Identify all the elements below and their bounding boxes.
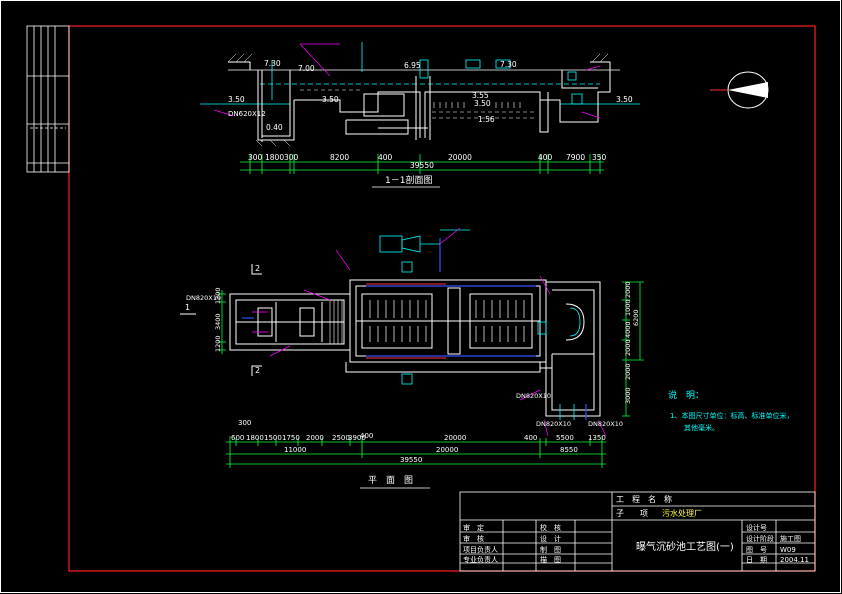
plan-dim: 400 [360, 432, 373, 440]
section-elevation: 0.40 [266, 123, 283, 132]
plan-dim: 1350 [588, 434, 606, 442]
plan-dim: 400 [524, 434, 537, 442]
plan-dim: 600 [231, 434, 244, 442]
plan-dim-left: 1200 [214, 287, 222, 304]
role-label: 项目负责人 [463, 545, 498, 554]
section-view: 7.30 7.00 6.95 7.30 3.50 3.50 3.55 3.50 … [200, 42, 640, 188]
plan-dim: 2000 [306, 434, 324, 442]
section-dim-total: 39550 [410, 161, 434, 170]
plan-dim-right: 2000 [624, 339, 632, 356]
date-label: 日 期 [746, 556, 767, 564]
plan-dim: 300 [238, 419, 251, 427]
project-name-label: 工 程 名 称 [616, 494, 672, 504]
section-title: 1－1剖面图 [385, 174, 432, 186]
title-block: 工 程 名 称 子 项 污水处理厂 曝气沉砂池工艺图(一) 审 定 审 核 项目… [459, 491, 816, 572]
section-elevation: 3.50 [228, 95, 245, 104]
section-dim: 8200 [330, 153, 349, 162]
notes-line: 1、本图尺寸单位：标高、标准单位米， [670, 411, 793, 420]
plan-dim-left: 1200 [214, 335, 222, 352]
drawing-no-label: 图 号 [746, 546, 767, 554]
plan-dim-right: 3000 [624, 387, 632, 404]
plan-dim: 1800 [246, 434, 264, 442]
sub-item-label: 子 项 [616, 509, 648, 518]
section-pipe-label: DN620X12 [228, 110, 266, 118]
plan-dim: 20000 [444, 434, 466, 442]
section-elevation: 3.50 [474, 99, 491, 108]
section-dim: 400 [538, 153, 553, 162]
section-dim: 7900 [566, 153, 585, 162]
notes: 说 明： 1、本图尺寸单位：标高、标准单位米， 其他毫米。 [668, 389, 793, 432]
role-label: 设 计 [540, 534, 561, 543]
section-elevation: 1.56 [478, 115, 495, 124]
plan-dim: 20000 [436, 446, 458, 454]
section-dim: 300 [284, 153, 299, 162]
section-elevation: 7.30 [264, 59, 281, 68]
role-label: 专业负责人 [463, 555, 498, 564]
drawing-no-value: W09 [780, 546, 796, 554]
plan-dim: 5500 [556, 434, 574, 442]
section-elevation: 7.00 [298, 64, 315, 73]
role-label: 描 图 [540, 555, 561, 564]
plan-pipe-label: DN820X10 [536, 420, 571, 428]
section-elevation: 3.50 [322, 95, 339, 104]
section-elevation: 7.30 [500, 60, 517, 69]
design-stage-label: 设计阶段 [746, 534, 774, 543]
role-label: 制 图 [540, 545, 561, 554]
notes-heading: 说 明： [668, 389, 704, 401]
plan-dim: 8550 [560, 446, 578, 454]
plan-dim-right: 4000 [624, 321, 632, 338]
section-mark: 1 [185, 303, 190, 312]
sub-item-value: 污水处理厂 [662, 508, 702, 518]
plan-pipe-label: DN820X10 [588, 420, 623, 428]
plan-dim: 3900 [348, 434, 366, 442]
plan-view: 2 2 1 [180, 227, 644, 489]
plan-title: 平 面 图 [368, 475, 413, 486]
section-elevation: 3.55 [472, 91, 489, 100]
section-dim: 400 [378, 153, 393, 162]
role-label: 审 核 [463, 534, 484, 543]
design-stage-value: 施工图 [780, 534, 801, 543]
drawing-title: 曝气沉砂池工艺图(一) [636, 540, 734, 553]
section-dim: 20000 [448, 153, 472, 162]
plan-dim-right: 2000 [624, 363, 632, 380]
plan-dim-right: 1000 [624, 299, 632, 316]
role-label: 校 核 [540, 523, 561, 532]
plan-dim: 2500 [332, 434, 350, 442]
plan-dim: 11000 [284, 446, 306, 454]
section-mark: 2 [255, 366, 260, 375]
north-arrow-icon [710, 71, 769, 109]
notes-line: 其他毫米。 [670, 423, 719, 432]
plan-dim-left: 3400 [214, 313, 222, 330]
section-mark: 2 [255, 264, 260, 273]
plan-pipe-label: DN820X10 [516, 392, 551, 400]
section-dim: 1800 [265, 153, 284, 162]
section-elevation: 6.95 [404, 61, 421, 70]
plan-pipe-label: DN820X10 [186, 294, 221, 302]
section-dim: 350 [592, 153, 607, 162]
plan-dim-right: 6200 [632, 309, 640, 326]
date-value: 2004.11 [780, 556, 809, 564]
binding-strip [26, 25, 70, 173]
section-dim: 300 [248, 153, 263, 162]
plan-dim: 1750 [282, 434, 300, 442]
role-label: 审 定 [463, 523, 484, 532]
design-no-label: 设计号 [746, 523, 767, 532]
plan-dim-right: 2000 [624, 281, 632, 298]
plan-dim-total: 39550 [400, 456, 422, 464]
section-elevation: 3.50 [616, 95, 633, 104]
plan-dim: 1500 [264, 434, 282, 442]
